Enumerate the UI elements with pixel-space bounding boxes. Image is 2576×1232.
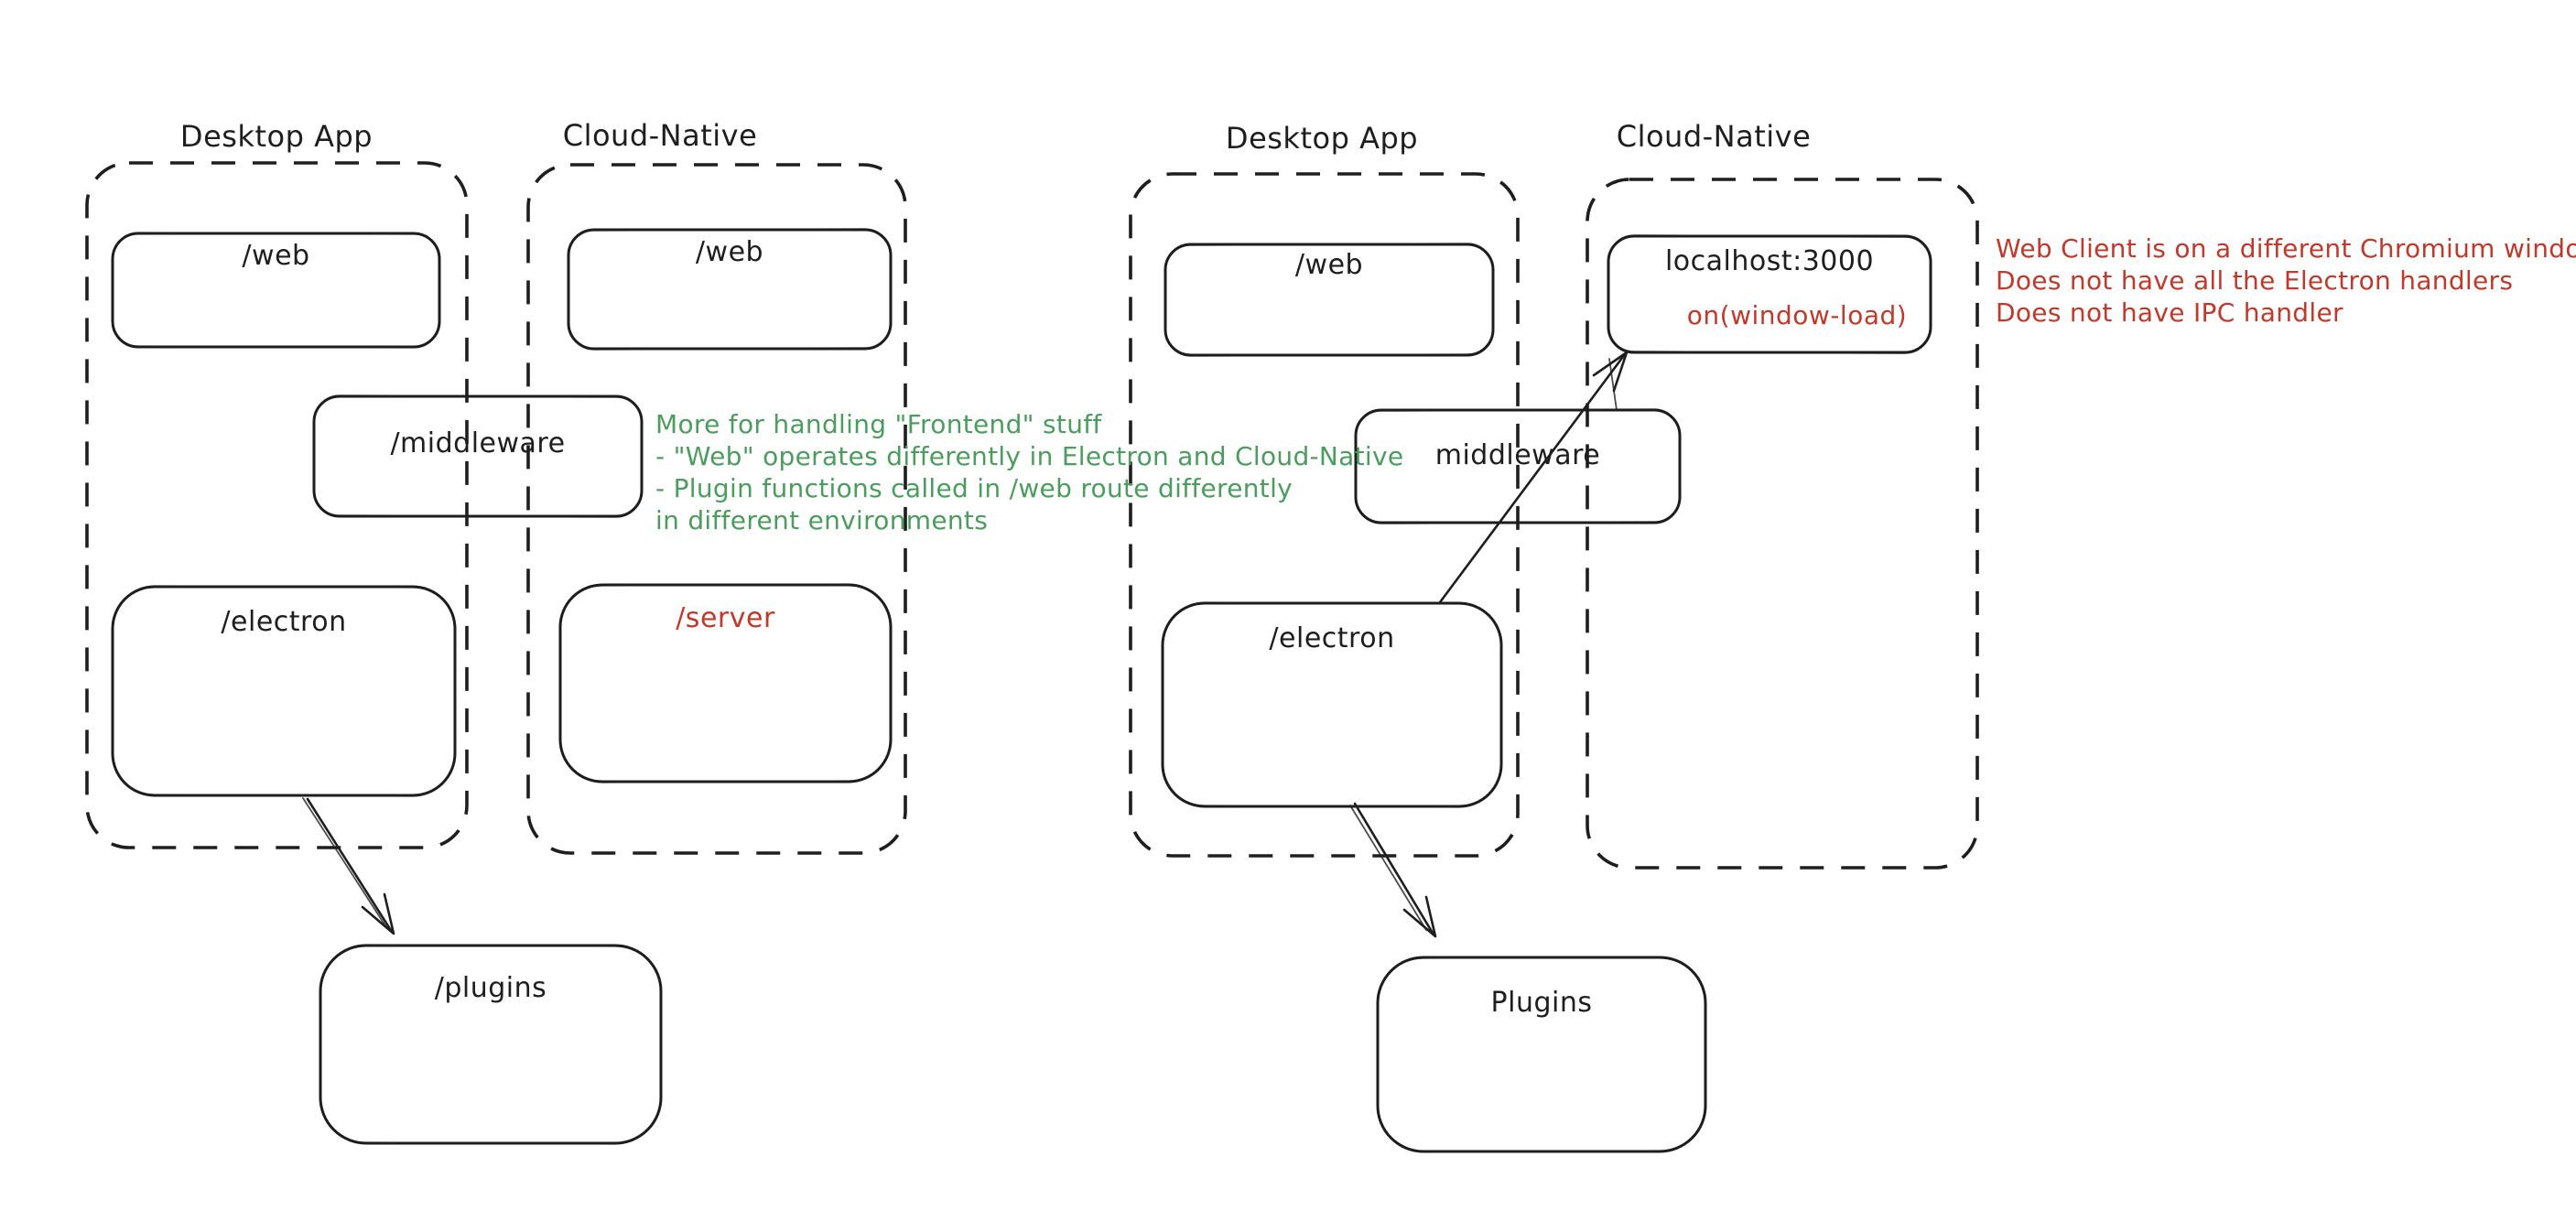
left-plugins-box-sketch bbox=[319, 944, 663, 1145]
left-web-desktop-label: /web bbox=[242, 240, 310, 272]
right-cloud-native-label: Cloud-Native bbox=[1616, 119, 1812, 154]
right-cloud-native-container bbox=[1586, 178, 1979, 870]
left-web-desktop-box-sketch bbox=[111, 232, 441, 349]
green-note-line: - Plugin functions called in /web route … bbox=[655, 473, 1293, 503]
right-electron-label: /electron bbox=[1269, 622, 1395, 654]
left-cloud-native-container bbox=[526, 163, 907, 855]
arrow-shaft-sketch bbox=[1349, 805, 1427, 931]
right-web-box-sketch bbox=[1164, 243, 1495, 357]
left-middleware-label: /middleware bbox=[390, 427, 566, 459]
red-note-line: Does not have all the Electron handlers bbox=[1996, 265, 2514, 296]
left-electron-to-plugins-arrow bbox=[302, 797, 395, 935]
green-note-line: More for handling "Frontend" stuff bbox=[655, 409, 1102, 439]
right-middleware-box-sketch bbox=[1354, 408, 1682, 524]
right-electron-box-sketch bbox=[1161, 601, 1503, 808]
arrow-shaft-sketch bbox=[1608, 358, 1618, 411]
arrow-shaft-sketch bbox=[302, 797, 387, 928]
left-electron-box-sketch bbox=[111, 585, 457, 797]
left-plugins-label: /plugins bbox=[434, 972, 547, 1004]
left-cloud-native-label: Cloud-Native bbox=[562, 118, 758, 153]
right-web-label: /web bbox=[1294, 249, 1364, 281]
red-note-line: Does not have IPC handler bbox=[1996, 297, 2343, 328]
left-electron-label: /electron bbox=[221, 606, 347, 638]
green-note-line: - "Web" operates differently in Electron… bbox=[655, 441, 1404, 471]
green-annotation-note: More for handling "Frontend" stuff - "We… bbox=[655, 408, 1403, 536]
left-desktop-app-label: Desktop App bbox=[179, 119, 373, 154]
left-web-cloud-label: /web bbox=[695, 236, 764, 268]
left-desktop-app-container bbox=[85, 161, 469, 849]
left-server-label: /server bbox=[676, 602, 775, 634]
right-plugins-label: Plugins bbox=[1490, 987, 1593, 1019]
right-electron-to-plugins-arrow bbox=[1349, 802, 1437, 938]
right-electron-to-localhost-arrow bbox=[1438, 351, 1629, 604]
red-annotation-note: Web Client is on a different Chromium wi… bbox=[1996, 232, 2576, 329]
arrow-shaft bbox=[306, 797, 394, 934]
right-on-window-load-label: on(window-load) bbox=[1686, 300, 1908, 330]
arrow-head bbox=[1402, 895, 1437, 938]
arrow-head bbox=[361, 892, 395, 935]
arrow-head bbox=[1592, 351, 1629, 393]
red-note-line: Web Client is on a different Chromium wi… bbox=[1996, 233, 2576, 264]
arrow-shaft bbox=[1438, 352, 1627, 604]
arrow-shaft bbox=[1353, 802, 1435, 936]
green-note-line: in different environments bbox=[655, 505, 989, 535]
right-desktop-app-label: Desktop App bbox=[1225, 121, 1419, 156]
right-middleware-label: middleware bbox=[1434, 439, 1601, 471]
right-desktop-app-container bbox=[1129, 172, 1520, 858]
left-middleware-box-sketch bbox=[312, 394, 644, 518]
right-localhost-box-sketch bbox=[1607, 234, 1932, 354]
left-web-cloud-box-sketch bbox=[567, 228, 893, 351]
right-localhost-label: localhost:3000 bbox=[1664, 245, 1875, 277]
left-server-box-sketch bbox=[558, 583, 893, 784]
right-plugins-box-sketch bbox=[1376, 956, 1707, 1153]
